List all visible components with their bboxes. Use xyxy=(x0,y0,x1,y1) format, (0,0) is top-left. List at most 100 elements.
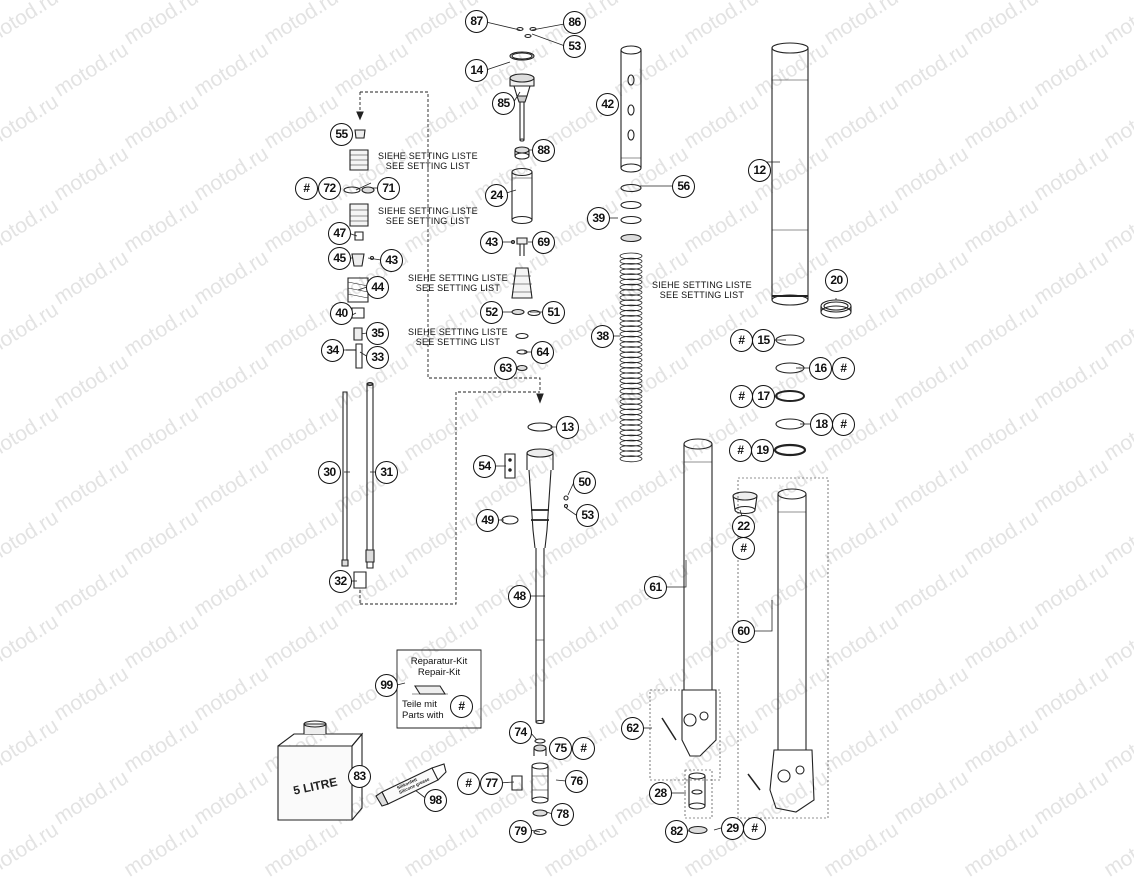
setting-note-4: SIEHE SETTING LISTE SEE SETTING LIST xyxy=(408,327,508,347)
repair-kit-line-en: Repair-Kit xyxy=(417,667,461,678)
callout-54: 54 xyxy=(473,455,496,478)
spring-coil xyxy=(619,299,643,307)
callout-87: 87 xyxy=(465,10,488,33)
grease-tube-98 xyxy=(375,763,447,807)
callout-28: 28 xyxy=(649,782,672,805)
callout-44: 44 xyxy=(366,276,389,299)
spring-coil xyxy=(619,268,643,276)
fork-spring-38 xyxy=(619,252,643,463)
callout-56: 56 xyxy=(672,175,695,198)
fork-leg-60 xyxy=(737,477,829,819)
callout-12: 12 xyxy=(748,159,771,182)
setting-note-2: SIEHE SETTING LISTE SEE SETTING LIST xyxy=(378,206,478,226)
callout-61: 61 xyxy=(644,576,667,599)
hash-17: # xyxy=(730,385,753,408)
callout-43: 43 xyxy=(480,231,503,254)
callout-79: 79 xyxy=(509,820,532,843)
setting-note-1: SIEHE SETTING LISTE SEE SETTING LIST xyxy=(378,151,478,171)
spring-coil xyxy=(619,382,643,390)
oil-can-83 xyxy=(277,720,364,821)
spring-coil xyxy=(619,335,643,343)
hash-kit: # xyxy=(450,695,473,718)
spring-coil xyxy=(619,294,643,302)
spring-coil xyxy=(619,283,643,291)
setting-note-5: SIEHE SETTING LISTE SEE SETTING LIST xyxy=(652,280,752,300)
hash-18: # xyxy=(832,413,855,436)
callout-14: 14 xyxy=(465,59,488,82)
callout-51: 51 xyxy=(542,301,565,324)
callout-86: 86 xyxy=(563,11,586,34)
callout-19: 19 xyxy=(751,439,774,462)
valve-stack xyxy=(511,267,533,299)
callout-76: 76 xyxy=(565,770,588,793)
inner-tube-48 xyxy=(526,448,554,725)
callout-15: 15 xyxy=(752,329,775,352)
callout-53: 53 xyxy=(576,504,599,527)
fork-leg-61 xyxy=(649,438,721,781)
spring-coil xyxy=(619,340,643,348)
spring-coil xyxy=(619,429,643,437)
callout-74: 74 xyxy=(509,721,532,744)
repair-kit-parts-de: Teile mit xyxy=(402,699,437,710)
callout-18: 18 xyxy=(810,413,833,436)
hash-15: # xyxy=(730,329,753,352)
spring-coil xyxy=(619,424,643,432)
setting-note-5-en: SEE SETTING LIST xyxy=(659,290,745,300)
spring-coil xyxy=(619,288,643,296)
spring-coil xyxy=(619,356,643,364)
callout-48: 48 xyxy=(508,585,531,608)
setting-note-3-de: SIEHE SETTING LISTE xyxy=(408,273,508,283)
arrow-down-icon xyxy=(536,393,544,404)
setting-note-2-en: SEE SETTING LIST xyxy=(385,216,471,226)
callout-31: 31 xyxy=(375,461,398,484)
hash-19: # xyxy=(729,439,752,462)
hash-77: # xyxy=(457,772,480,795)
cartridge-tube-24 xyxy=(511,167,533,225)
repair-kit-parts-en: Parts with xyxy=(402,710,444,721)
spring-coil xyxy=(619,330,643,338)
repair-kit-box xyxy=(396,649,482,729)
callout-52: 52 xyxy=(480,301,503,324)
callout-40: 40 xyxy=(330,302,353,325)
callout-47: 47 xyxy=(328,222,351,245)
callout-16: 16 xyxy=(809,357,832,380)
callout-45: 45 xyxy=(328,247,351,270)
callout-39: 39 xyxy=(587,207,610,230)
callout-63: 63 xyxy=(494,357,517,380)
spring-coil xyxy=(619,361,643,369)
setting-note-1-de: SIEHE SETTING LISTE xyxy=(378,151,478,161)
spring-coil xyxy=(619,346,643,354)
setting-note-1-en: SEE SETTING LIST xyxy=(385,161,471,171)
repair-kit-line-de: Reparatur-Kit xyxy=(410,656,468,667)
callout-99: 99 xyxy=(375,674,398,697)
spring-coil xyxy=(619,403,643,411)
arrow-down-icon xyxy=(356,111,364,121)
spring-coil xyxy=(619,372,643,380)
spring-coil xyxy=(619,366,643,374)
spring-coil xyxy=(619,252,643,260)
hash-75: # xyxy=(572,737,595,760)
callout-85: 85 xyxy=(492,92,515,115)
top-cap-assembly xyxy=(509,26,537,142)
spring-coil xyxy=(619,377,643,385)
spring-coil xyxy=(619,314,643,322)
spring-coil xyxy=(619,304,643,312)
spring-coil xyxy=(619,418,643,426)
setting-note-4-en: SEE SETTING LIST xyxy=(415,337,501,347)
spring-coil xyxy=(619,392,643,400)
callout-88: 88 xyxy=(532,139,555,162)
left-cartridge-parts xyxy=(343,129,375,369)
callout-35: 35 xyxy=(366,322,389,345)
outer-tube-12 xyxy=(771,42,809,306)
callout-38: 38 xyxy=(591,325,614,348)
callout-69: 69 xyxy=(532,231,555,254)
callout-30: 30 xyxy=(318,461,341,484)
callout-32: 32 xyxy=(329,570,352,593)
cartridge-group-frame xyxy=(360,91,541,392)
callout-77: 77 xyxy=(480,772,503,795)
hash-29: # xyxy=(743,817,766,840)
setting-note-4-de: SIEHE SETTING LISTE xyxy=(408,327,508,337)
hash-22: # xyxy=(732,537,755,560)
spring-coil xyxy=(619,273,643,281)
